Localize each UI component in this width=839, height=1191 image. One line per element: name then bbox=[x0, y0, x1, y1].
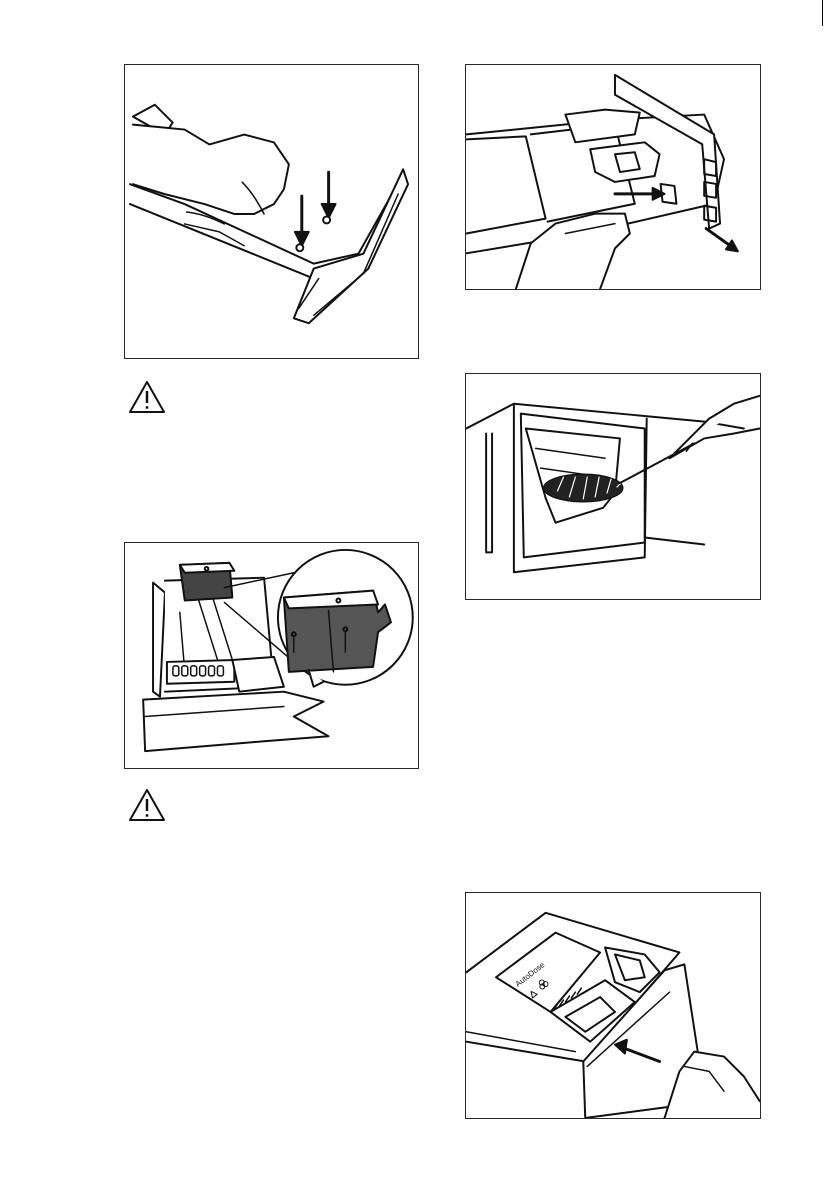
insert-dispenser-drawer-icon: AutoDose bbox=[466, 893, 760, 1118]
hand-pressing-dispenser-icon bbox=[125, 65, 418, 358]
warning-triangle-icon bbox=[128, 788, 166, 822]
figure-dispenser-cleaning bbox=[465, 64, 761, 290]
figure-recess-brushing bbox=[465, 373, 761, 600]
figure-dispenser-removal bbox=[124, 64, 419, 359]
brush-cleaning-recess-icon bbox=[466, 374, 760, 599]
crop-mark bbox=[822, 0, 823, 26]
cleaning-dispenser-tube-icon bbox=[466, 65, 760, 289]
dispenser-flap-zoom-icon bbox=[125, 543, 418, 768]
warning-triangle-icon bbox=[128, 380, 166, 414]
figure-drawer-insertion: AutoDose bbox=[465, 892, 761, 1119]
figure-dispenser-flap-detail bbox=[124, 542, 419, 769]
